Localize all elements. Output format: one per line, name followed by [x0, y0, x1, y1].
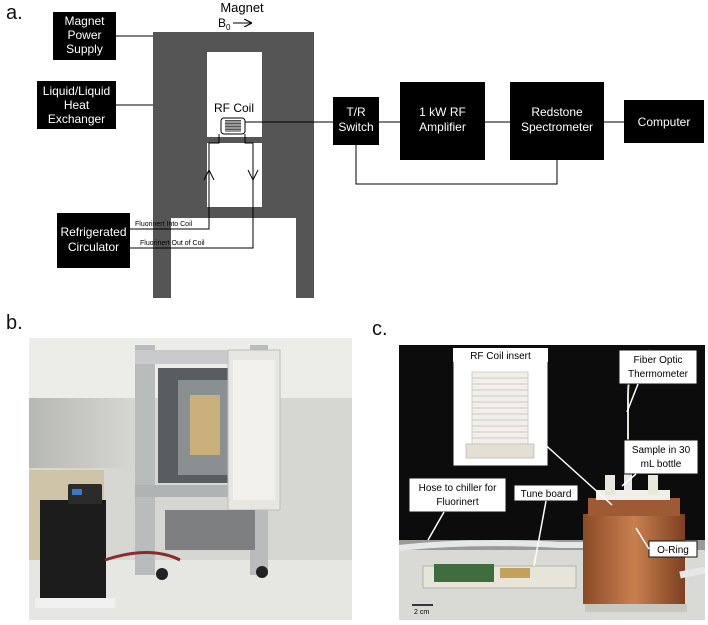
svg-text:Supply: Supply: [66, 42, 103, 56]
fiber-optic-label-line1: Fiber Optic: [634, 355, 683, 366]
scale-bar-label: 2 cm: [414, 609, 429, 616]
flow-down-arrow: [247, 169, 259, 182]
fiber-optic-label-line2: Thermometer: [628, 369, 689, 380]
magnet-label: Magnet: [220, 0, 264, 15]
tune-board-label: Tune board: [521, 489, 572, 500]
photo-b: [29, 338, 352, 620]
svg-text:Amplifier: Amplifier: [419, 120, 466, 134]
rf-coil-icon: [220, 117, 246, 135]
panel-label-a: a.: [6, 2, 23, 24]
signal-lines: [245, 121, 624, 185]
photo-c-callouts: Fiber Optic Thermometer Sample in 30 mL …: [408, 349, 699, 616]
svg-text:Switch: Switch: [338, 120, 373, 134]
svg-text:T/R: T/R: [346, 105, 366, 119]
o-ring-label: O-Ring: [657, 545, 689, 556]
hose-label-line2: Fluorinert: [436, 497, 478, 508]
amplifier-box: 1 kW RF Amplifier: [400, 82, 485, 160]
tr-switch-box: T/R Switch: [333, 97, 379, 145]
svg-text:Circulator: Circulator: [68, 240, 119, 254]
fluorinert-out-of-coil-label: Fluorinert Out of Coil: [140, 240, 205, 247]
rf-coil-insert-inset: RF Coil insert: [452, 347, 549, 467]
flow-up-arrow: [203, 168, 215, 181]
panel-label-c: c.: [372, 318, 388, 340]
fluorinert-into-coil-label: Fluorinert Into Coil: [135, 221, 193, 228]
svg-text:Liquid/Liquid: Liquid/Liquid: [43, 84, 110, 98]
panel-label-b: b.: [6, 312, 23, 334]
hose-label-line1: Hose to chiller for: [419, 483, 497, 494]
svg-text:B0: B0: [218, 16, 231, 32]
svg-text:Magnet: Magnet: [64, 14, 105, 28]
svg-text:Heat: Heat: [64, 98, 90, 112]
svg-text:Refrigerated: Refrigerated: [60, 225, 126, 239]
sample-label-line2: mL bottle: [641, 459, 682, 470]
heat-exchanger-box: Liquid/Liquid Heat Exchanger: [37, 81, 116, 129]
rf-coil-insert-label: RF Coil insert: [470, 351, 531, 362]
refrigerated-circulator-box: Refrigerated Circulator: [57, 213, 130, 268]
svg-text:Spectrometer: Spectrometer: [521, 120, 593, 134]
fluorinert-lines: [130, 134, 254, 249]
magnet-power-supply-box: Magnet Power Supply: [53, 12, 116, 60]
svg-text:1 kW RF: 1 kW RF: [419, 105, 466, 119]
spectrometer-box: Redstone Spectrometer: [510, 82, 604, 160]
svg-text:Redstone: Redstone: [531, 105, 583, 119]
rf-coil-label: RF Coil: [214, 101, 254, 115]
svg-text:Computer: Computer: [638, 115, 691, 129]
b0-field-label: B0: [218, 16, 251, 32]
svg-text:Power: Power: [67, 28, 101, 42]
magnet: [153, 32, 314, 298]
computer-box: Computer: [624, 100, 704, 143]
svg-text:Exchanger: Exchanger: [48, 112, 105, 126]
sample-label-line1: Sample in 30: [632, 445, 691, 456]
